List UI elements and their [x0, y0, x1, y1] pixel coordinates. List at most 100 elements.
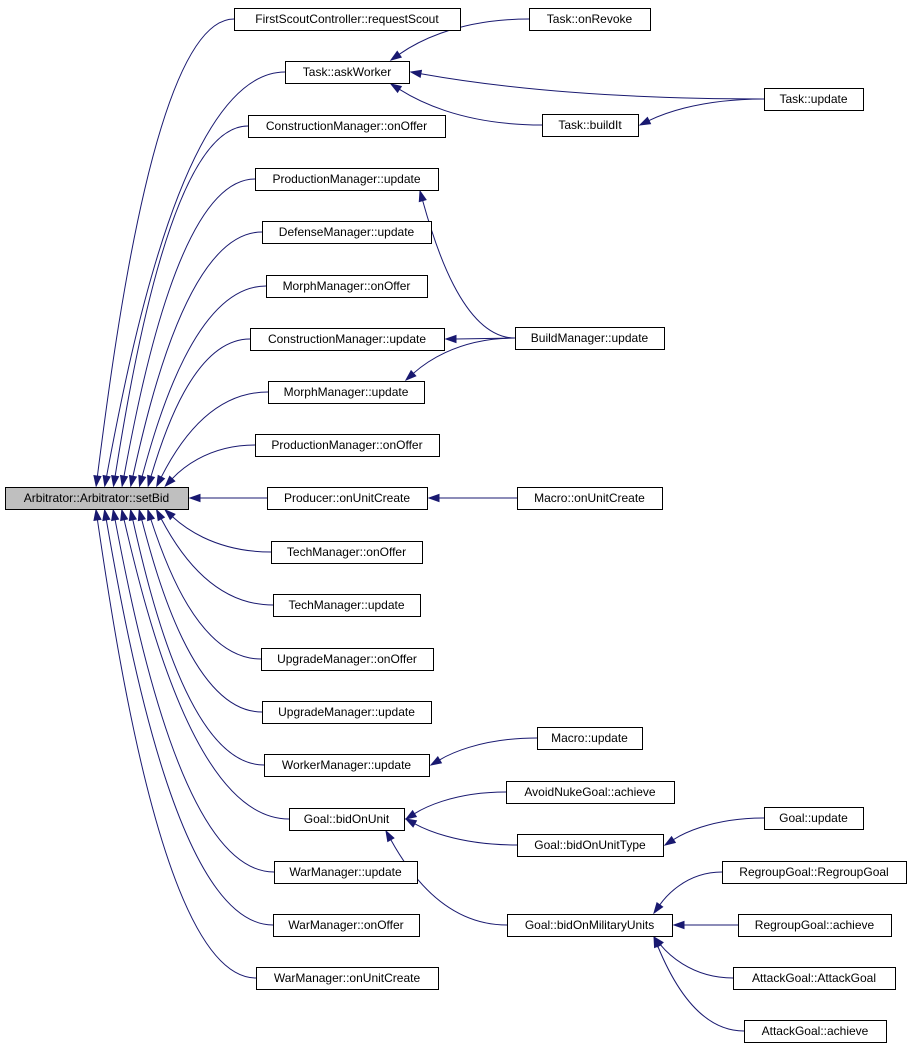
edge-task_buildIt-to-task_askWorker	[389, 83, 543, 126]
edge-warm_onUnitCreate-to-setBid	[93, 508, 257, 979]
node-warm_onOffer[interactable]: WarManager::onOffer	[273, 914, 420, 937]
node-goal_bidOnUnitType[interactable]: Goal::bidOnUnitType	[517, 834, 664, 857]
node-goal_update[interactable]: Goal::update	[764, 807, 864, 830]
node-label: Goal::update	[779, 811, 848, 825]
node-warm_update[interactable]: WarManager::update	[274, 861, 418, 884]
edge-buildm_update-to-prodm_update	[418, 189, 516, 339]
node-box	[264, 754, 430, 777]
node-label: Goal::bidOnUnit	[304, 812, 390, 826]
arrowhead-icon	[93, 508, 102, 521]
node-task_buildIt[interactable]: Task::buildIt	[542, 114, 639, 137]
node-avoidnuke_achieve[interactable]: AvoidNukeGoal::achieve	[506, 781, 675, 804]
arrowhead-icon	[102, 508, 111, 522]
edge-fsc_requestScout-to-setBid	[93, 18, 235, 488]
edge-producer_onUnitCreate-to-setBid	[188, 493, 267, 503]
edge-task_update-to-task_askWorker	[409, 69, 765, 100]
node-regroup_achieve[interactable]: RegroupGoal::achieve	[738, 914, 892, 937]
node-label: UpgradeManager::onOffer	[277, 652, 417, 666]
arrowhead-icon	[147, 508, 156, 522]
node-box	[537, 727, 643, 750]
node-label: Macro::update	[551, 731, 628, 745]
node-label: ConstructionManager::update	[268, 332, 426, 346]
node-label: FirstScoutController::requestScout	[255, 12, 439, 26]
node-buildm_update[interactable]: BuildManager::update	[515, 327, 665, 350]
node-box	[268, 381, 425, 404]
arrowhead-icon	[409, 69, 423, 78]
arrowhead-icon	[653, 935, 662, 949]
edge-goal_update-to-goal_bidOnUnitType	[663, 817, 765, 846]
node-attack_ctor[interactable]: AttackGoal::AttackGoal	[733, 967, 896, 990]
node-box	[256, 967, 439, 990]
arrowhead-icon	[137, 508, 146, 522]
node-box	[507, 914, 673, 937]
arrowhead-icon	[429, 756, 443, 766]
node-conm_onOffer[interactable]: ConstructionManager::onOffer	[248, 115, 446, 138]
node-setBid[interactable]: Arbitrator::Arbitrator::setBid	[5, 487, 189, 510]
node-box	[262, 701, 432, 724]
node-label: Task::update	[779, 92, 847, 106]
edge-attack_ctor-to-goal_bidOnMilitaryUnits	[653, 935, 734, 979]
arrowhead-icon	[404, 809, 418, 820]
edge-morphm_update-to-setBid	[156, 391, 269, 488]
node-fsc_requestScout[interactable]: FirstScoutController::requestScout	[234, 8, 461, 31]
edge-macro_onUnitCreate-to-producer_onUnitCreate	[427, 493, 517, 503]
arrowhead-icon	[93, 475, 102, 488]
node-label: AttackGoal::achieve	[762, 1024, 869, 1038]
node-label: WorkerManager::update	[282, 758, 412, 772]
edge-morphm_onOffer-to-setBid	[138, 285, 267, 488]
node-regroup_ctor[interactable]: RegroupGoal::RegroupGoal	[722, 861, 907, 884]
node-task_update[interactable]: Task::update	[764, 88, 864, 111]
arrowhead-icon	[418, 189, 427, 203]
arrowhead-icon	[188, 493, 201, 503]
node-warm_onUnitCreate[interactable]: WarManager::onUnitCreate	[256, 967, 439, 990]
arrowhead-icon	[102, 474, 111, 488]
node-upgm_onOffer[interactable]: UpgradeManager::onOffer	[261, 648, 434, 671]
arrowhead-icon	[385, 829, 395, 843]
edge-workerm_update-to-setBid	[128, 508, 265, 766]
node-goal_bidOnUnit[interactable]: Goal::bidOnUnit	[289, 808, 405, 831]
node-macro_onUnitCreate[interactable]: Macro::onUnitCreate	[517, 487, 663, 510]
arrowhead-icon	[404, 369, 417, 382]
edge-prodm_update-to-setBid	[119, 178, 256, 488]
node-box	[764, 807, 864, 830]
arrowhead-icon	[138, 474, 147, 488]
node-label: WarManager::onUnitCreate	[274, 971, 421, 985]
node-workerm_update[interactable]: WorkerManager::update	[264, 754, 430, 777]
node-layer: Arbitrator::Arbitrator::setBid FirstScout…	[5, 8, 907, 1043]
node-producer_onUnitCreate[interactable]: Producer::onUnitCreate	[267, 487, 428, 510]
node-goal_bidOnMilitaryUnits[interactable]: Goal::bidOnMilitaryUnits	[507, 914, 673, 937]
node-morphm_update[interactable]: MorphManager::update	[268, 381, 425, 404]
node-conm_update[interactable]: ConstructionManager::update	[250, 328, 445, 351]
node-task_onRevoke[interactable]: Task::onRevoke	[529, 8, 651, 31]
arrowhead-icon	[128, 508, 138, 522]
node-attack_achieve[interactable]: AttackGoal::achieve	[744, 1020, 887, 1043]
node-label: UpgradeManager::update	[278, 705, 415, 719]
node-techm_onOffer[interactable]: TechManager::onOffer	[271, 541, 423, 564]
arrowhead-icon	[111, 474, 120, 488]
node-techm_update[interactable]: TechManager::update	[273, 594, 421, 617]
node-morphm_onOffer[interactable]: MorphManager::onOffer	[266, 275, 428, 298]
arrowhead-icon	[389, 83, 403, 94]
node-task_askWorker[interactable]: Task::askWorker	[285, 61, 410, 84]
node-label: TechManager::update	[288, 598, 404, 612]
edge-attack_achieve-to-goal_bidOnMilitaryUnits	[653, 935, 745, 1032]
node-upgm_update[interactable]: UpgradeManager::update	[262, 701, 432, 724]
node-defm_update[interactable]: DefenseManager::update	[262, 221, 432, 244]
node-prodm_onOffer[interactable]: ProductionManager::onOffer	[255, 434, 440, 457]
arrowhead-icon	[389, 50, 403, 61]
node-label: ProductionManager::update	[272, 172, 420, 186]
node-label: WarManager::update	[289, 865, 402, 879]
edge-warm_update-to-setBid	[111, 508, 275, 873]
node-box	[542, 114, 639, 137]
node-label: MorphManager::onOffer	[283, 279, 411, 293]
node-box	[506, 781, 675, 804]
node-box	[267, 487, 428, 510]
arrowhead-icon	[164, 475, 176, 488]
node-box	[262, 221, 432, 244]
node-box	[733, 967, 896, 990]
arrowhead-icon	[156, 474, 166, 488]
node-macro_update[interactable]: Macro::update	[537, 727, 643, 750]
node-box	[289, 808, 405, 831]
node-prodm_update[interactable]: ProductionManager::update	[255, 168, 439, 191]
edge-avoidnuke_achieve-to-goal_bidOnUnit	[404, 791, 507, 820]
